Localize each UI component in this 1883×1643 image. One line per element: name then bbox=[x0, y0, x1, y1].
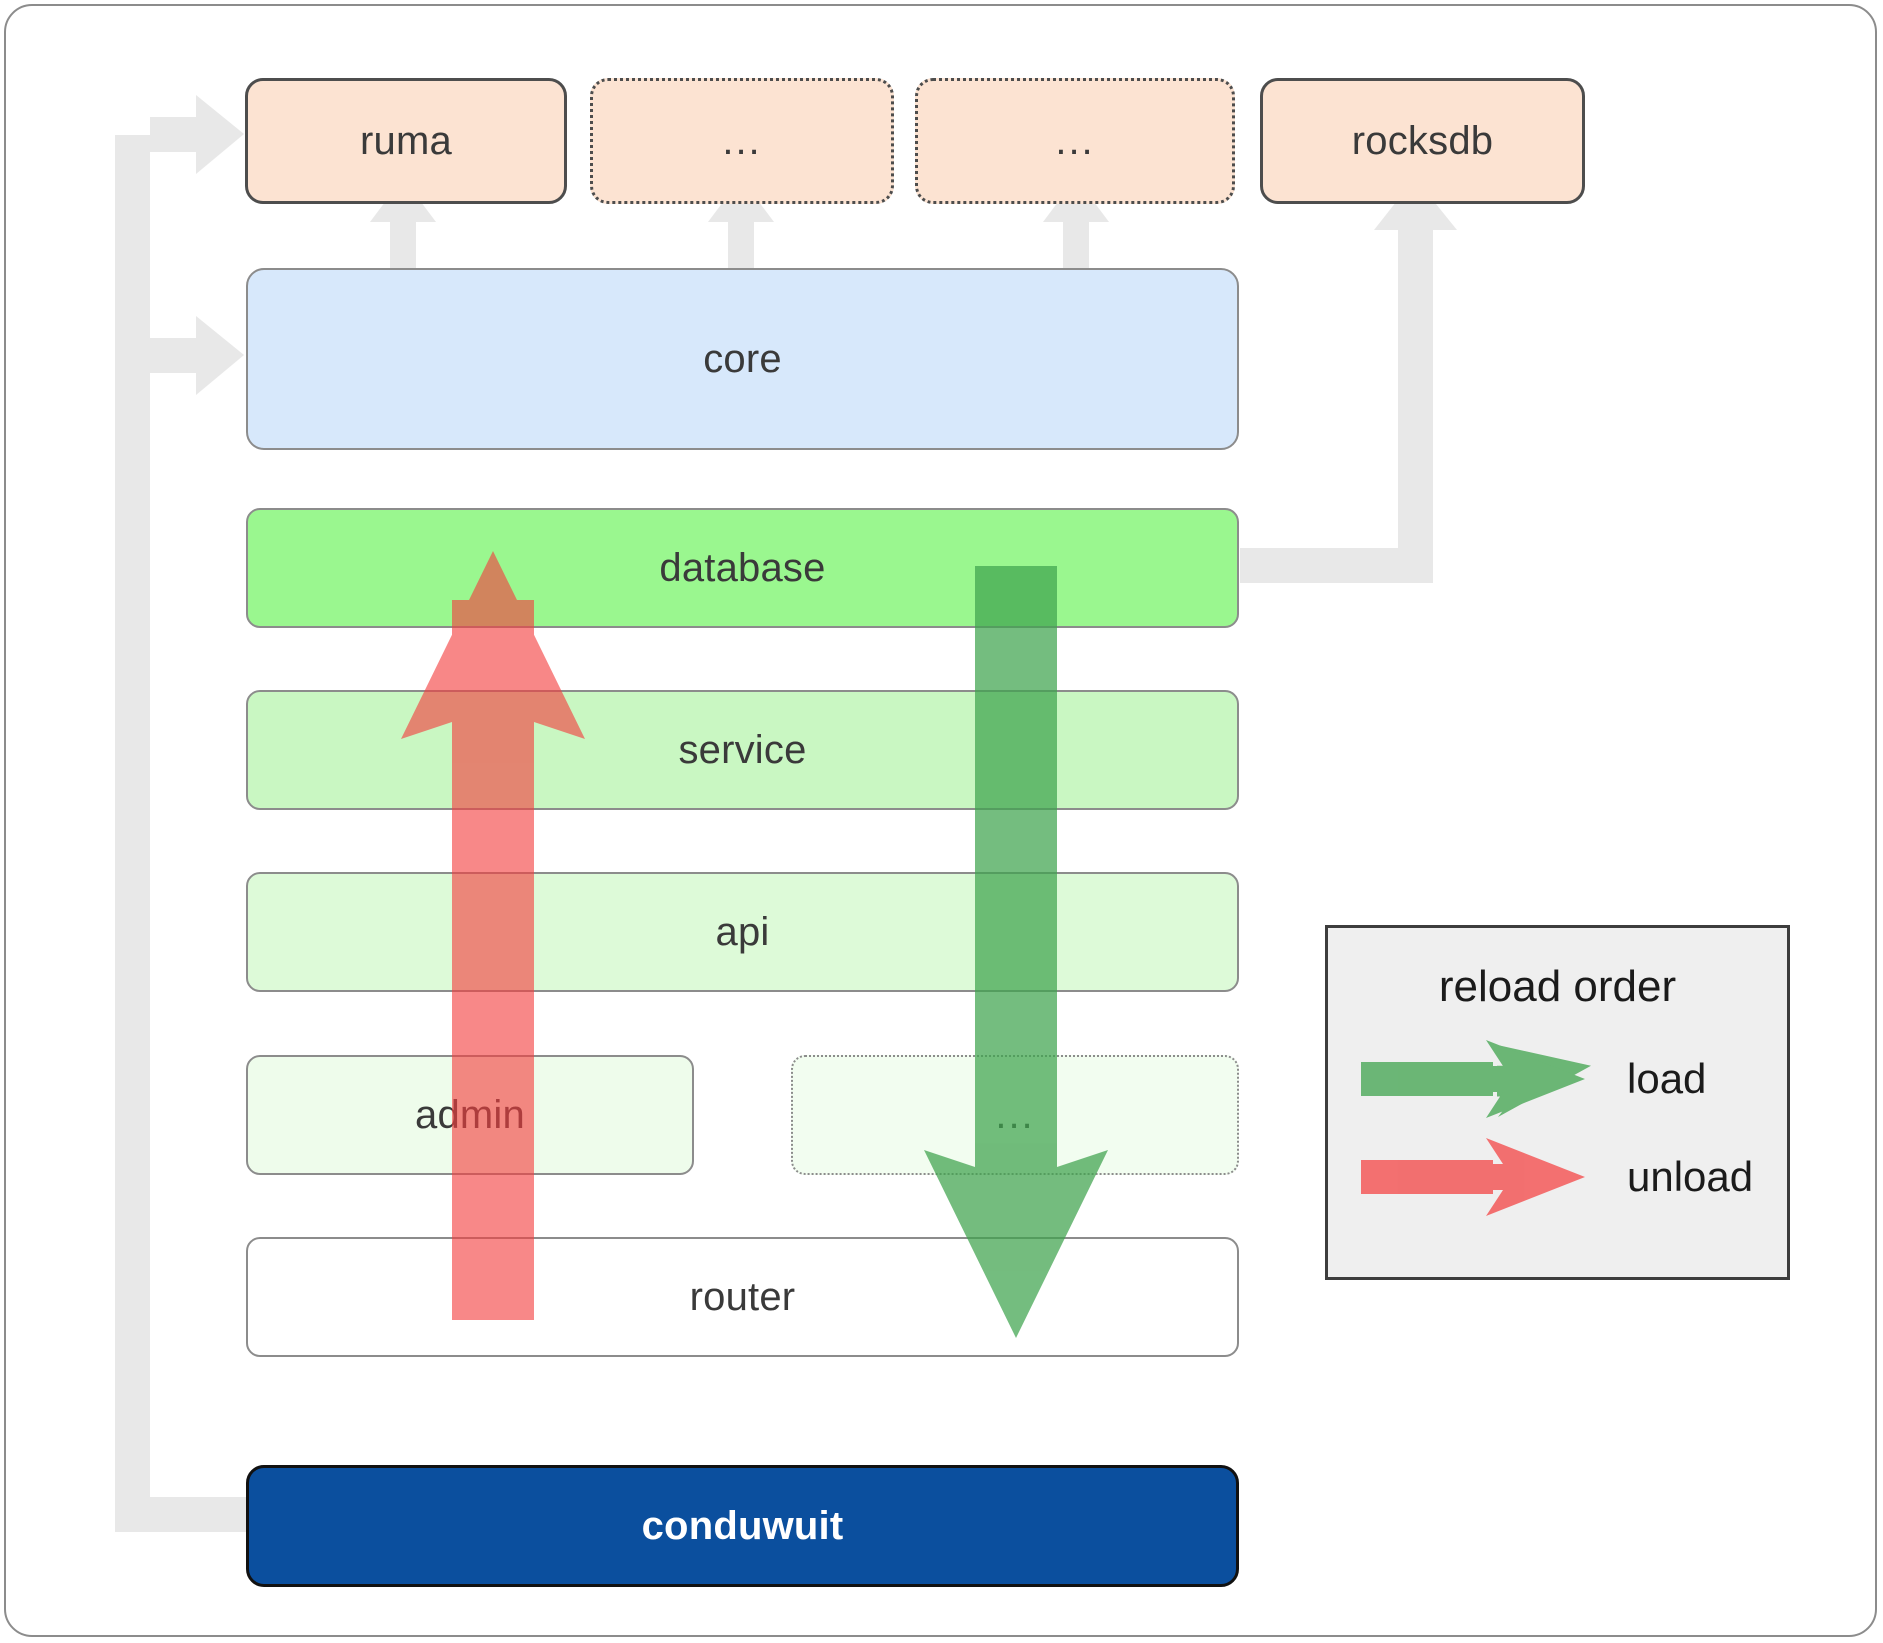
diagram-frame bbox=[4, 4, 1877, 1637]
